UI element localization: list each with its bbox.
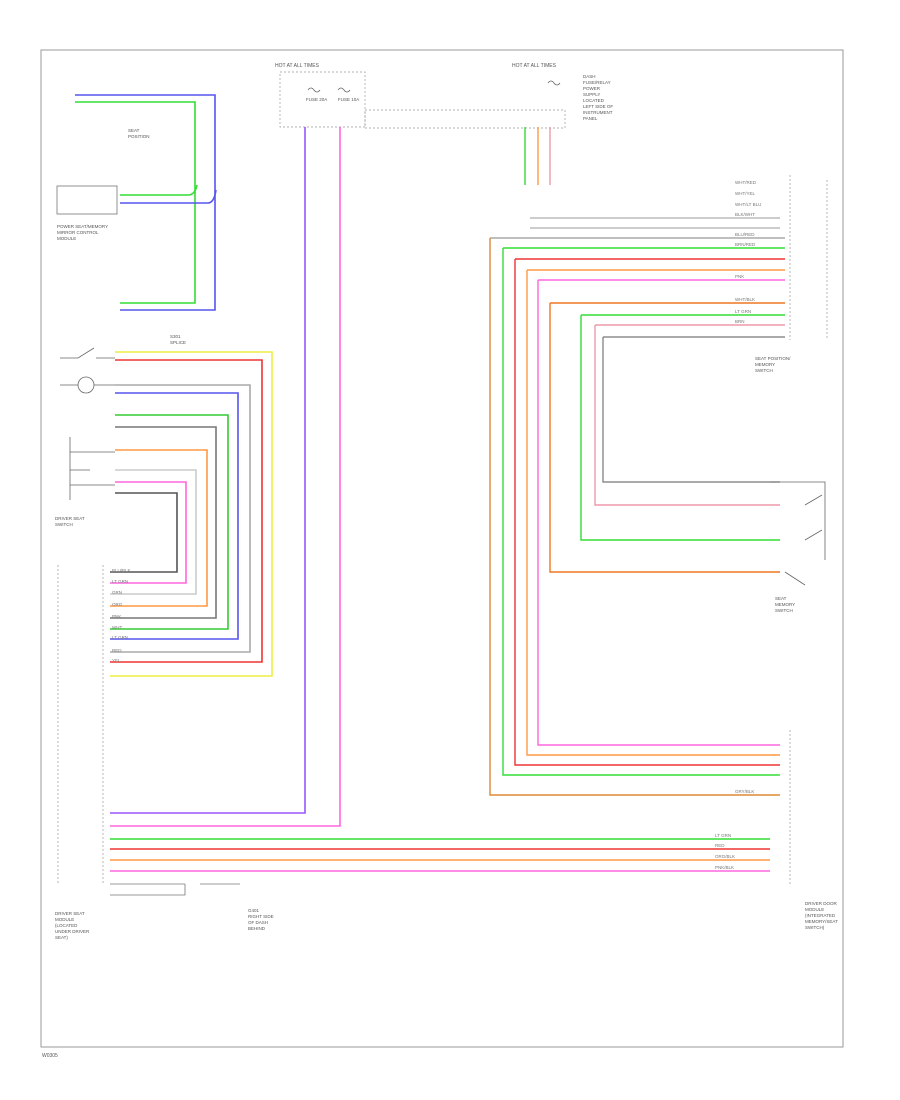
svg-text:SWITCH: SWITCH xyxy=(775,608,793,613)
fuse-feeders xyxy=(110,127,341,827)
right-module-wires: SEAT POSITION/ MEMORY SWITCH SEAT MEMORY… xyxy=(489,127,838,930)
svg-text:LEFT SIDE OF: LEFT SIDE OF xyxy=(583,104,613,109)
svg-text:MODULE: MODULE xyxy=(55,917,74,922)
svg-text:PANEL: PANEL xyxy=(583,116,598,121)
fuse-box-right-title: HOT AT ALL TIMES xyxy=(512,63,557,69)
bottom-runs: LT GRN RED ORG/BLK PNK/BLK G401 RIGHT SI… xyxy=(110,833,770,931)
svg-text:G401: G401 xyxy=(248,908,260,913)
fuse-box-left: HOT AT ALL TIMES FUSE 20A FUSE 10A xyxy=(275,63,366,128)
svg-text:RIGHT SIDE: RIGHT SIDE xyxy=(248,914,274,919)
page-code: W0305 xyxy=(42,1053,58,1059)
right-wire-labels: WHT/RED WHT/YEL WHT/LT BLU BLK/WHT BLU/R… xyxy=(735,180,761,794)
diagram-frame xyxy=(40,49,844,1048)
svg-text:LT GRN: LT GRN xyxy=(735,309,751,314)
svg-text:SWITCH): SWITCH) xyxy=(805,925,825,930)
svg-text:DRIVER SEAT: DRIVER SEAT xyxy=(55,911,85,916)
svg-text:GRY/BLK: GRY/BLK xyxy=(735,789,754,794)
fuse-c-icon xyxy=(547,80,561,86)
svg-text:WHT/RED: WHT/RED xyxy=(735,180,757,185)
svg-text:SUPPLY: SUPPLY xyxy=(583,92,600,97)
svg-text:SEAT): SEAT) xyxy=(55,935,68,940)
svg-text:MIRROR CONTROL: MIRROR CONTROL xyxy=(57,230,99,235)
svg-text:DRIVER SEAT: DRIVER SEAT xyxy=(55,516,85,521)
relay-block-label: DASH FUSE/RELAY POWER SUPPLY LOCATED LEF… xyxy=(583,74,613,121)
svg-text:MEMORY: MEMORY xyxy=(755,362,775,367)
svg-text:BLU/BLK: BLU/BLK xyxy=(112,568,131,573)
svg-text:BLU/RED: BLU/RED xyxy=(735,232,755,237)
svg-text:OF DASH: OF DASH xyxy=(248,920,268,925)
svg-text:PNK/BLK: PNK/BLK xyxy=(715,865,734,870)
seat-position-sensor-circuit: POWER SEAT/MEMORY MIRROR CONTROL MODULE … xyxy=(56,94,217,345)
svg-text:SEAT POSITION/: SEAT POSITION/ xyxy=(755,356,791,361)
svg-text:MODULE: MODULE xyxy=(805,907,824,912)
svg-text:POWER: POWER xyxy=(583,86,601,91)
svg-text:LOCATED: LOCATED xyxy=(583,98,605,103)
svg-text:WHT/LT BLU: WHT/LT BLU xyxy=(735,202,761,207)
svg-text:DASH: DASH xyxy=(583,74,596,79)
fuse-b-icon xyxy=(337,87,351,93)
svg-text:BRN: BRN xyxy=(735,319,745,324)
svg-text:S301: S301 xyxy=(170,334,181,339)
svg-text:RED: RED xyxy=(112,648,122,653)
svg-text:BLK/WHT: BLK/WHT xyxy=(735,212,755,217)
svg-text:(LOCATED: (LOCATED xyxy=(55,923,78,928)
svg-text:MEMORY: MEMORY xyxy=(775,602,795,607)
svg-text:LT GRN: LT GRN xyxy=(112,635,128,640)
fuse-b-label: FUSE 10A xyxy=(338,97,359,102)
svg-text:INSTRUMENT: INSTRUMENT xyxy=(583,110,613,115)
left-module-wires: DRIVER SEAT SWITCH xyxy=(55,347,273,885)
svg-text:YEL: YEL xyxy=(112,658,121,663)
svg-text:GRN: GRN xyxy=(112,590,122,595)
svg-text:POSITION: POSITION xyxy=(128,134,150,139)
fuse-box-right: HOT AT ALL TIMES DASH FUSE/RELAY POWER S… xyxy=(364,63,613,129)
fuse-box-left-title: HOT AT ALL TIMES xyxy=(275,63,320,69)
svg-text:POWER SEAT/MEMORY: POWER SEAT/MEMORY xyxy=(57,224,108,229)
svg-text:MODULE: MODULE xyxy=(57,236,76,241)
svg-text:ORG/BLK: ORG/BLK xyxy=(715,854,735,859)
fuse-a-icon xyxy=(307,87,321,93)
fuse-a-label: FUSE 20A xyxy=(306,97,327,102)
svg-text:BEHIND: BEHIND xyxy=(248,926,266,931)
switch-icon-1 xyxy=(60,347,115,359)
power-seat-module-box xyxy=(56,185,118,215)
svg-text:LT GRN: LT GRN xyxy=(715,833,731,838)
svg-text:SWITCH: SWITCH xyxy=(755,368,773,373)
svg-text:ORG: ORG xyxy=(112,602,123,607)
svg-text:MEMORY/SEAT: MEMORY/SEAT xyxy=(805,919,838,924)
left-wire-labels: BLU/BLK LT GRN GRN ORG PNK WHT LT GRN RE… xyxy=(112,568,131,663)
svg-text:SEAT: SEAT xyxy=(128,128,140,133)
svg-text:RED: RED xyxy=(715,843,725,848)
svg-text:WHT: WHT xyxy=(112,625,122,630)
svg-text:PNK: PNK xyxy=(735,274,744,279)
svg-text:UNDER DRIVER: UNDER DRIVER xyxy=(55,929,90,934)
svg-text:SEAT: SEAT xyxy=(775,596,787,601)
svg-text:FUSE/RELAY: FUSE/RELAY xyxy=(583,80,611,85)
left-bottom-module-label: DRIVER SEAT MODULE (LOCATED UNDER DRIVER… xyxy=(55,911,90,940)
svg-text:BRN/RED: BRN/RED xyxy=(735,242,756,247)
svg-text:LT GRN: LT GRN xyxy=(112,579,128,584)
svg-text:WHT/BLK: WHT/BLK xyxy=(735,297,755,302)
svg-text:PNK: PNK xyxy=(112,614,121,619)
svg-text:WHT/YEL: WHT/YEL xyxy=(735,191,755,196)
svg-text:SWITCH: SWITCH xyxy=(55,522,73,527)
svg-text:(INTEGRATED: (INTEGRATED xyxy=(805,913,836,918)
svg-text:SPLICE: SPLICE xyxy=(170,340,186,345)
svg-text:DRIVER DOOR: DRIVER DOOR xyxy=(805,901,838,906)
